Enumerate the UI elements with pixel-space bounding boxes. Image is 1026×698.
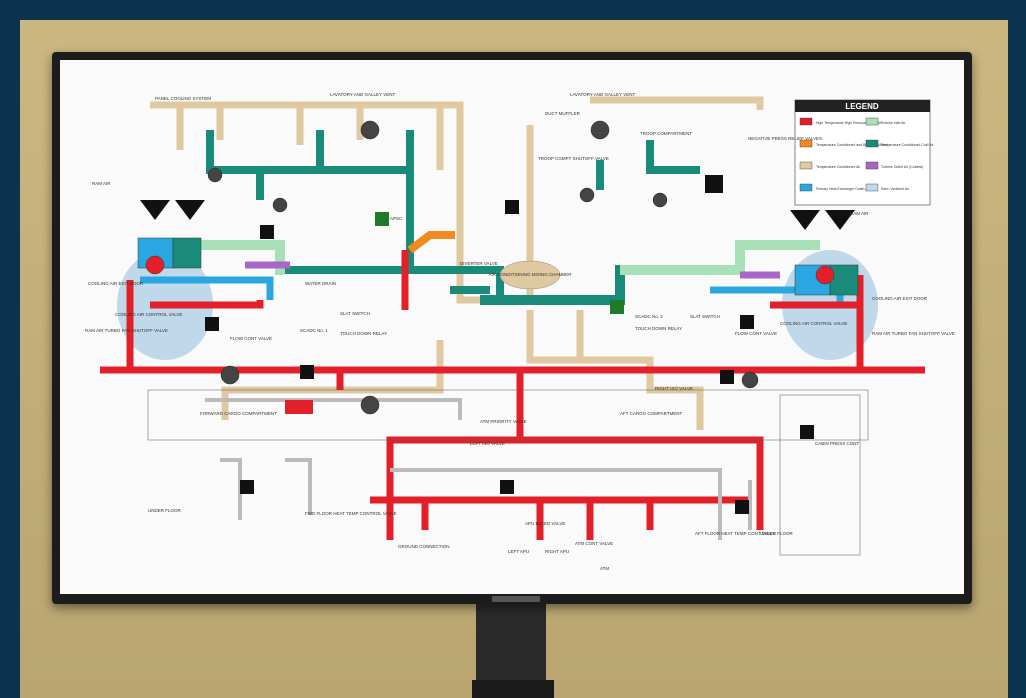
legend-label-turbine-inlet: Turbine Inlet Air bbox=[881, 121, 906, 125]
under-floor-ducts bbox=[205, 398, 752, 540]
legend-label-bleed: High Temperature High Pressure Bleed Air bbox=[816, 121, 883, 125]
heat-exchanger-right-secondary bbox=[829, 264, 859, 296]
label-flow-cont-left: FLOW CONT VALVE bbox=[230, 336, 272, 341]
label-fwd-floor-heat: FWD FLOOR HEAT TEMP CONTROL VALVE bbox=[305, 511, 397, 516]
label-troop-shutoff: TROOP COMPT SHUTOFF VALVE bbox=[538, 156, 609, 161]
legend-label-ram: Ram / Ambient Air bbox=[881, 187, 910, 191]
legend-label-mixed: Temperature Conditioned and Bleed Air Mi… bbox=[816, 143, 887, 147]
label-left-apu: LEFT APU bbox=[508, 549, 529, 554]
label-panel-cooling: PANEL COOLING SYSTEM bbox=[155, 96, 211, 101]
label-touch-down-left: TOUCH DOWN RELAY bbox=[340, 331, 387, 336]
legend-swatch-cold bbox=[865, 139, 879, 148]
legend-swatch-conditioned bbox=[799, 161, 813, 170]
apsc-boxes bbox=[205, 175, 814, 514]
label-cooling-air-exit-right: COOLING AIR EXIT DOOR bbox=[872, 296, 928, 301]
sensor-boxes bbox=[375, 212, 624, 314]
legend-swatch-mixed bbox=[799, 139, 813, 148]
label-troop-compartment: TROOP COMPARTMENT bbox=[640, 131, 692, 136]
mixing-chamber bbox=[499, 260, 561, 290]
label-ram-turbo-left: RAM AIR TURBO FAN SHUTOFF VALVE bbox=[85, 328, 168, 333]
label-apsc: APSC bbox=[390, 216, 403, 221]
monitor-brand-label bbox=[492, 596, 540, 602]
label-atm-cont-valve: ATM CONT VALVE bbox=[575, 541, 613, 546]
legend-label-turbine-outlet: Turbine Outlet Air (Coldest) bbox=[881, 165, 923, 169]
legend-swatch-bleed bbox=[799, 117, 813, 126]
mixed-air-duct bbox=[407, 231, 455, 254]
label-cabin-press: CABIN PRESS CONT bbox=[815, 441, 860, 446]
legend-label-conditioned: Temperature Conditioned Air bbox=[816, 165, 861, 169]
label-aft-floor-heat: AFT FLOOR HEAT TEMP CONT VALVE bbox=[695, 531, 776, 536]
label-flow-cont-right: FLOW CONT VALVE bbox=[735, 331, 777, 336]
ram-air-arrow-left-2 bbox=[175, 200, 205, 220]
schematic-labels: PANEL COOLING SYSTEM LAVATORY AND GALLEY… bbox=[85, 92, 955, 571]
legend-label-cold: Temperature Conditioned Cold Air bbox=[881, 143, 934, 147]
label-ground-connection: GROUND CONNECTION bbox=[398, 544, 450, 549]
label-atm-priority: ATM PRIORITY VALVE bbox=[480, 419, 527, 424]
label-forward-cargo: FORWARD CARGO COMPARTMENT bbox=[200, 411, 277, 416]
label-atm: ATM bbox=[600, 566, 609, 571]
cargo-compartment-outline bbox=[147, 389, 869, 441]
label-water-drain: WATER DRAIN bbox=[305, 281, 336, 286]
mixing-chamber-label: AIR CONDITIONING MIXING CHAMBER bbox=[488, 272, 572, 277]
ram-air-arrow-right-2 bbox=[825, 210, 855, 230]
ecs-schematic: AIR CONDITIONING MIXING CHAMBER LEGEND H… bbox=[85, 92, 955, 571]
label-ram-air-right: RAM AIR bbox=[850, 211, 869, 216]
emergency-panel bbox=[285, 400, 313, 414]
label-duct-muffler: DUCT MUFFLER bbox=[545, 111, 581, 116]
legend-swatch-ram bbox=[865, 183, 879, 192]
label-apu-bleed: APU BLEED VALVE bbox=[525, 521, 565, 526]
label-ram-air-left: RAM AIR bbox=[92, 181, 111, 186]
conditioned-cold-air-ducts bbox=[206, 130, 700, 300]
label-cooling-air-exit-left: COOLING AIR EXIT DOOR bbox=[88, 281, 144, 286]
legend-label-hx-outlet: Primary Heat Exchanger Outlet Air bbox=[816, 187, 870, 191]
turbo-fan-right bbox=[815, 265, 835, 285]
legend-swatch-hx-outlet bbox=[799, 183, 813, 192]
gauges bbox=[207, 120, 759, 415]
label-negative-press: NEGATIVE PRESS RELIEF VALVES bbox=[748, 136, 822, 141]
label-lav-galley-vent-right: LAVATORY AND GALLEY VENT bbox=[570, 92, 635, 97]
monitor-stand-base bbox=[472, 680, 554, 698]
label-ram-turbo-right: RAM AIR TURBO FAN SHUTOFF VALVE bbox=[872, 331, 955, 336]
label-cooling-air-control-right: COOLING AIR CONTROL VALVE bbox=[780, 321, 847, 326]
label-aft-cargo: AFT CARGO COMPARTMENT bbox=[620, 411, 683, 416]
label-diverter-valve: DIVERTER VALVE bbox=[460, 261, 498, 266]
turbo-fan-left bbox=[145, 255, 165, 275]
label-under-floor-right: UNDER FLOOR bbox=[760, 531, 794, 536]
label-slat-switch-left: SLAT SWITCH bbox=[340, 311, 370, 316]
heat-exchanger-left-secondary bbox=[172, 237, 202, 269]
turbine-inlet-air-right bbox=[620, 240, 820, 275]
label-scadc2: SCADC No. 2 bbox=[635, 314, 663, 319]
label-cooling-air-control-left: COOLING AIR CONTROL VALVE bbox=[115, 312, 182, 317]
legend: LEGEND High Temperature High Pressure Bl… bbox=[794, 99, 934, 206]
label-scadc1: SCADC No. 1 bbox=[300, 328, 328, 333]
ram-air-arrow-right-1 bbox=[790, 210, 820, 230]
label-under-floor-left: UNDER FLOOR bbox=[148, 508, 182, 513]
label-right-iso: RIGHT ISO VALVE bbox=[655, 386, 693, 391]
monitor-screen: AIR CONDITIONING MIXING CHAMBER LEGEND H… bbox=[60, 60, 964, 594]
label-slat-switch-right: SLAT SWITCH bbox=[690, 314, 720, 319]
label-right-apu: RIGHT APU bbox=[545, 549, 569, 554]
legend-swatch-turbine-inlet bbox=[865, 117, 879, 126]
legend-swatch-turbine-outlet bbox=[865, 161, 879, 170]
label-touch-down-right: TOUCH DOWN RELAY bbox=[635, 326, 682, 331]
label-lav-galley-vent-left: LAVATORY AND GALLEY VENT bbox=[330, 92, 395, 97]
pressure-controller-panel bbox=[779, 394, 861, 556]
ram-air-arrow-left-1 bbox=[140, 200, 170, 220]
legend-title: LEGEND bbox=[845, 102, 879, 111]
label-left-iso: LEFT ISO VALVE bbox=[470, 441, 505, 446]
